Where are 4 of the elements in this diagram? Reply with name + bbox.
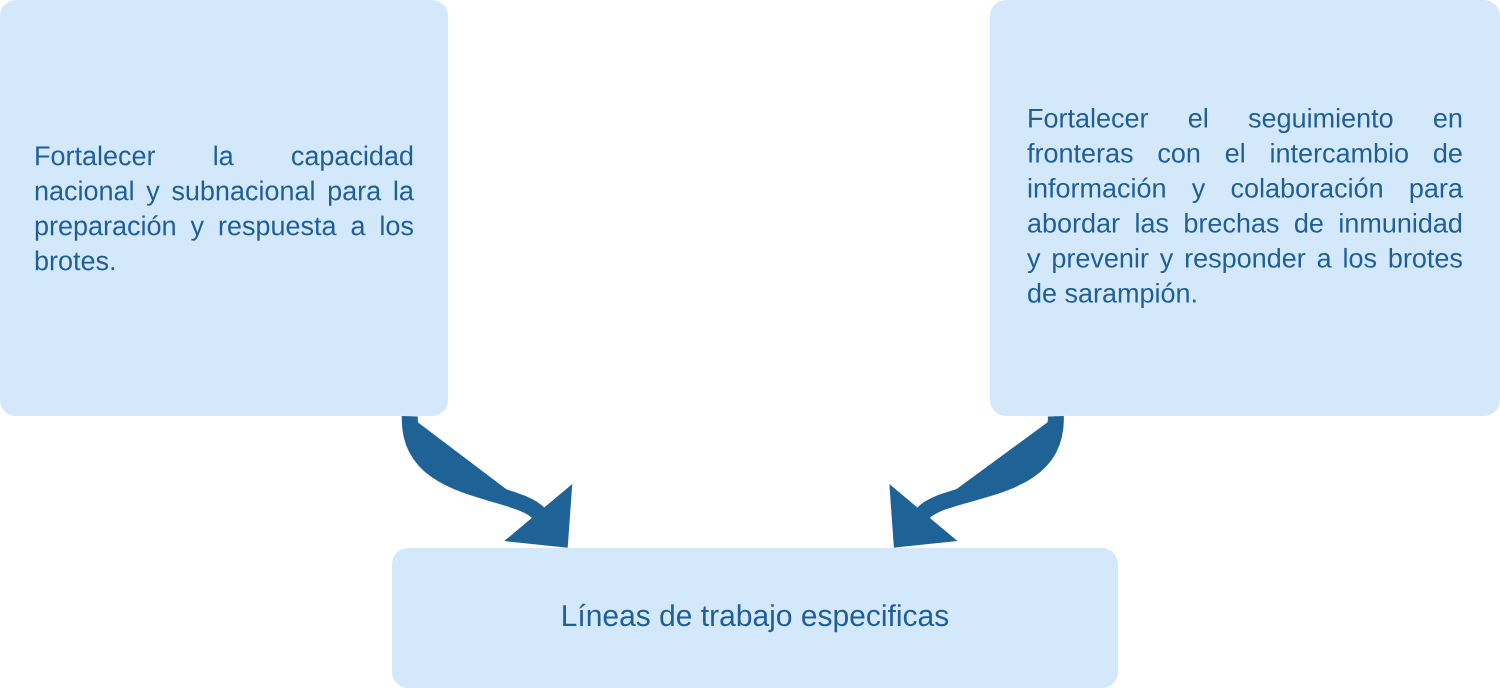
text-box: Fortalecer el seguimiento en fronteras con el intercambio de información y colaboración para abordar las brechas de inmunidad y prevenir y responder a los brotes de sarampión. xyxy=(990,0,1500,416)
text-box: Fortalecer la capacidad nacional y subnacional para la preparación y respuesta a los brotes. xyxy=(0,0,448,416)
text-box: Líneas de trabajo especificas xyxy=(392,548,1118,688)
curved-arrow xyxy=(398,415,573,548)
